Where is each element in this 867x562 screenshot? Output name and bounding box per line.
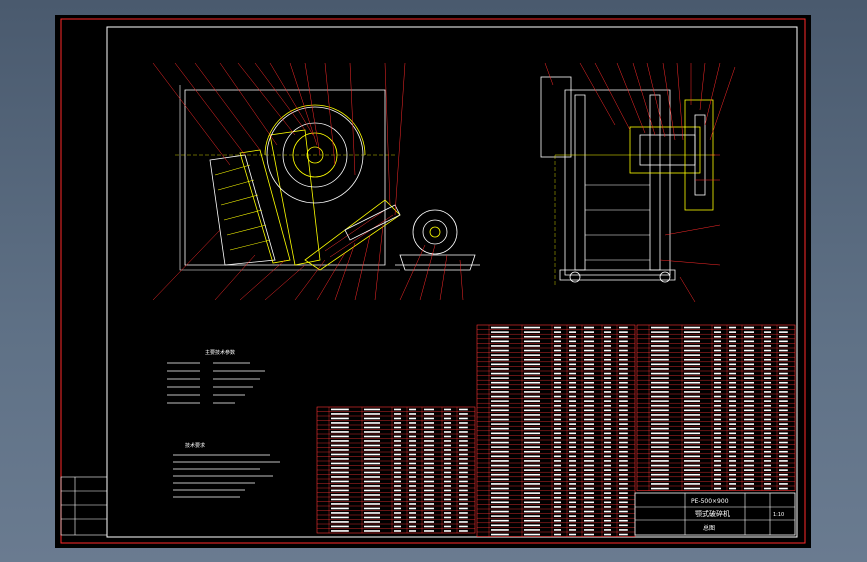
drawing-viewport[interactable]: 主要技术参数 技术要求	[55, 15, 811, 548]
scale-text: 1:10	[773, 512, 784, 518]
drawing-sheet: 主要技术参数 技术要求	[60, 18, 806, 544]
spec-title: 主要技术参数	[205, 349, 235, 356]
parts-table-middle	[476, 324, 636, 537]
binding-block	[60, 476, 108, 536]
drawing-name: 颚式破碎机	[695, 509, 730, 518]
notes-title: 技术要求	[185, 442, 205, 449]
view-name: 总图	[703, 524, 715, 532]
spec-block: 主要技术参数	[167, 349, 265, 404]
parts-table-right	[636, 324, 796, 491]
model-text: PE-500×900	[691, 498, 729, 505]
front-view	[175, 85, 480, 271]
side-leaders	[544, 62, 736, 303]
notes-block: 技术要求	[173, 442, 280, 498]
title-block: PE-500×900 颚式破碎机 总图 1:10	[634, 492, 796, 536]
inner-frame	[106, 26, 798, 538]
parts-list	[316, 324, 796, 537]
parts-table-left	[316, 406, 476, 534]
outer-frame	[60, 18, 806, 544]
front-leaders	[152, 62, 464, 301]
side-view	[540, 76, 715, 285]
